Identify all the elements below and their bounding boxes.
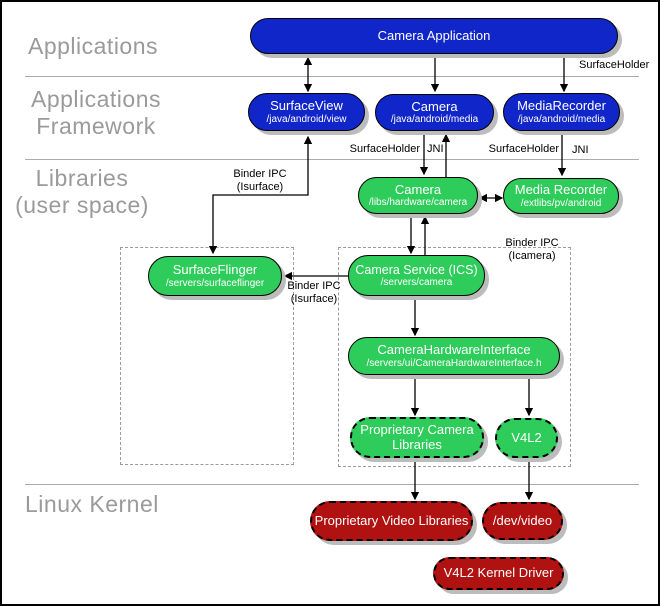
label-binder-ipc-isurface-upper: Binder IPC (Isurface) [233,168,287,193]
layer-label-framework: Applications Framework [30,86,162,139]
node-camera-hardware-interface: CameraHardwareInterface /servers/ui/Came… [348,337,560,375]
node-v4l2-kernel-driver: V4L2 Kernel Driver [433,557,564,590]
node-title: SurfaceFlinger [172,262,258,278]
node-dev-video: /dev/video [482,502,563,540]
node-path: /servers/ui/CameraHardwareInterface.h [366,357,542,369]
camera-service-process-box [338,247,571,467]
node-title: Camera Application [377,27,491,43]
node-title: /dev/video [492,512,553,528]
node-path: /java/android/media [517,113,606,125]
layer-label-applications: Applications [28,33,159,59]
node-path: /extlibs/pv/android [520,197,602,209]
node-mediarecorder-java: MediaRecorder /java/android/media [503,93,620,131]
surfaceflinger-process-box [120,247,294,465]
node-title: Proprietary Video Libraries [314,512,469,528]
node-proprietary-video-libraries: Proprietary Video Libraries [310,501,473,541]
layer-label-libraries: Libraries (user space) [15,165,149,218]
node-surfaceview: SurfaceView /java/android/view [248,93,365,131]
layer-divider-3 [25,484,639,485]
node-path: /java/android/media [390,114,479,126]
node-path: /servers/camera [380,276,453,288]
label-surfaceholder-app: SurfaceHolder [579,59,650,71]
node-camera-java: Camera /java/android/media [375,94,494,131]
label-binder-ipc-icamera: Binder IPC (Icamera) [505,237,559,262]
node-proprietary-camera-libraries: Proprietary Camera Libraries [350,417,484,458]
label-jni-recorder: JNI [572,144,589,156]
node-title: Media Recorder [514,182,608,198]
node-title: V4L2 Kernel Driver [443,565,554,581]
node-title: CameraHardwareInterface [377,342,531,358]
node-path: /libs/hardware/camera [368,197,468,209]
label-surfaceholder-camera: SurfaceHolder [349,143,420,155]
node-camera-application: Camera Application [250,18,618,54]
node-v4l2: V4L2 [495,418,558,458]
node-title: Proprietary Camera Libraries [360,421,474,452]
node-camera-service: Camera Service (ICS) /servers/camera [348,255,485,296]
label-surfaceholder-recorder: SurfaceHolder [488,143,559,155]
label-jni-camera: JNI [427,143,444,155]
node-title: Camera [411,98,458,114]
node-path: /servers/surfaceflinger [165,277,265,289]
node-title: MediaRecorder [517,98,606,114]
node-title: Camera Service (ICS) [355,262,478,277]
layer-label-kernel: Linux Kernel [25,491,159,517]
node-title: SurfaceView [270,98,343,114]
node-path: /java/android/view [266,113,347,125]
node-title: Camera [394,181,442,197]
node-title: V4L2 [511,429,542,445]
node-media-recorder-libs: Media Recorder /extlibs/pv/android [503,178,619,214]
label-binder-ipc-isurface-mid: Binder IPC (Isurface) [287,280,341,305]
layer-divider-1 [25,76,639,77]
node-surfaceflinger: SurfaceFlinger /servers/surfaceflinger [148,256,282,296]
node-camera-libs: Camera /libs/hardware/camera [358,177,478,214]
layer-divider-2 [25,159,639,160]
